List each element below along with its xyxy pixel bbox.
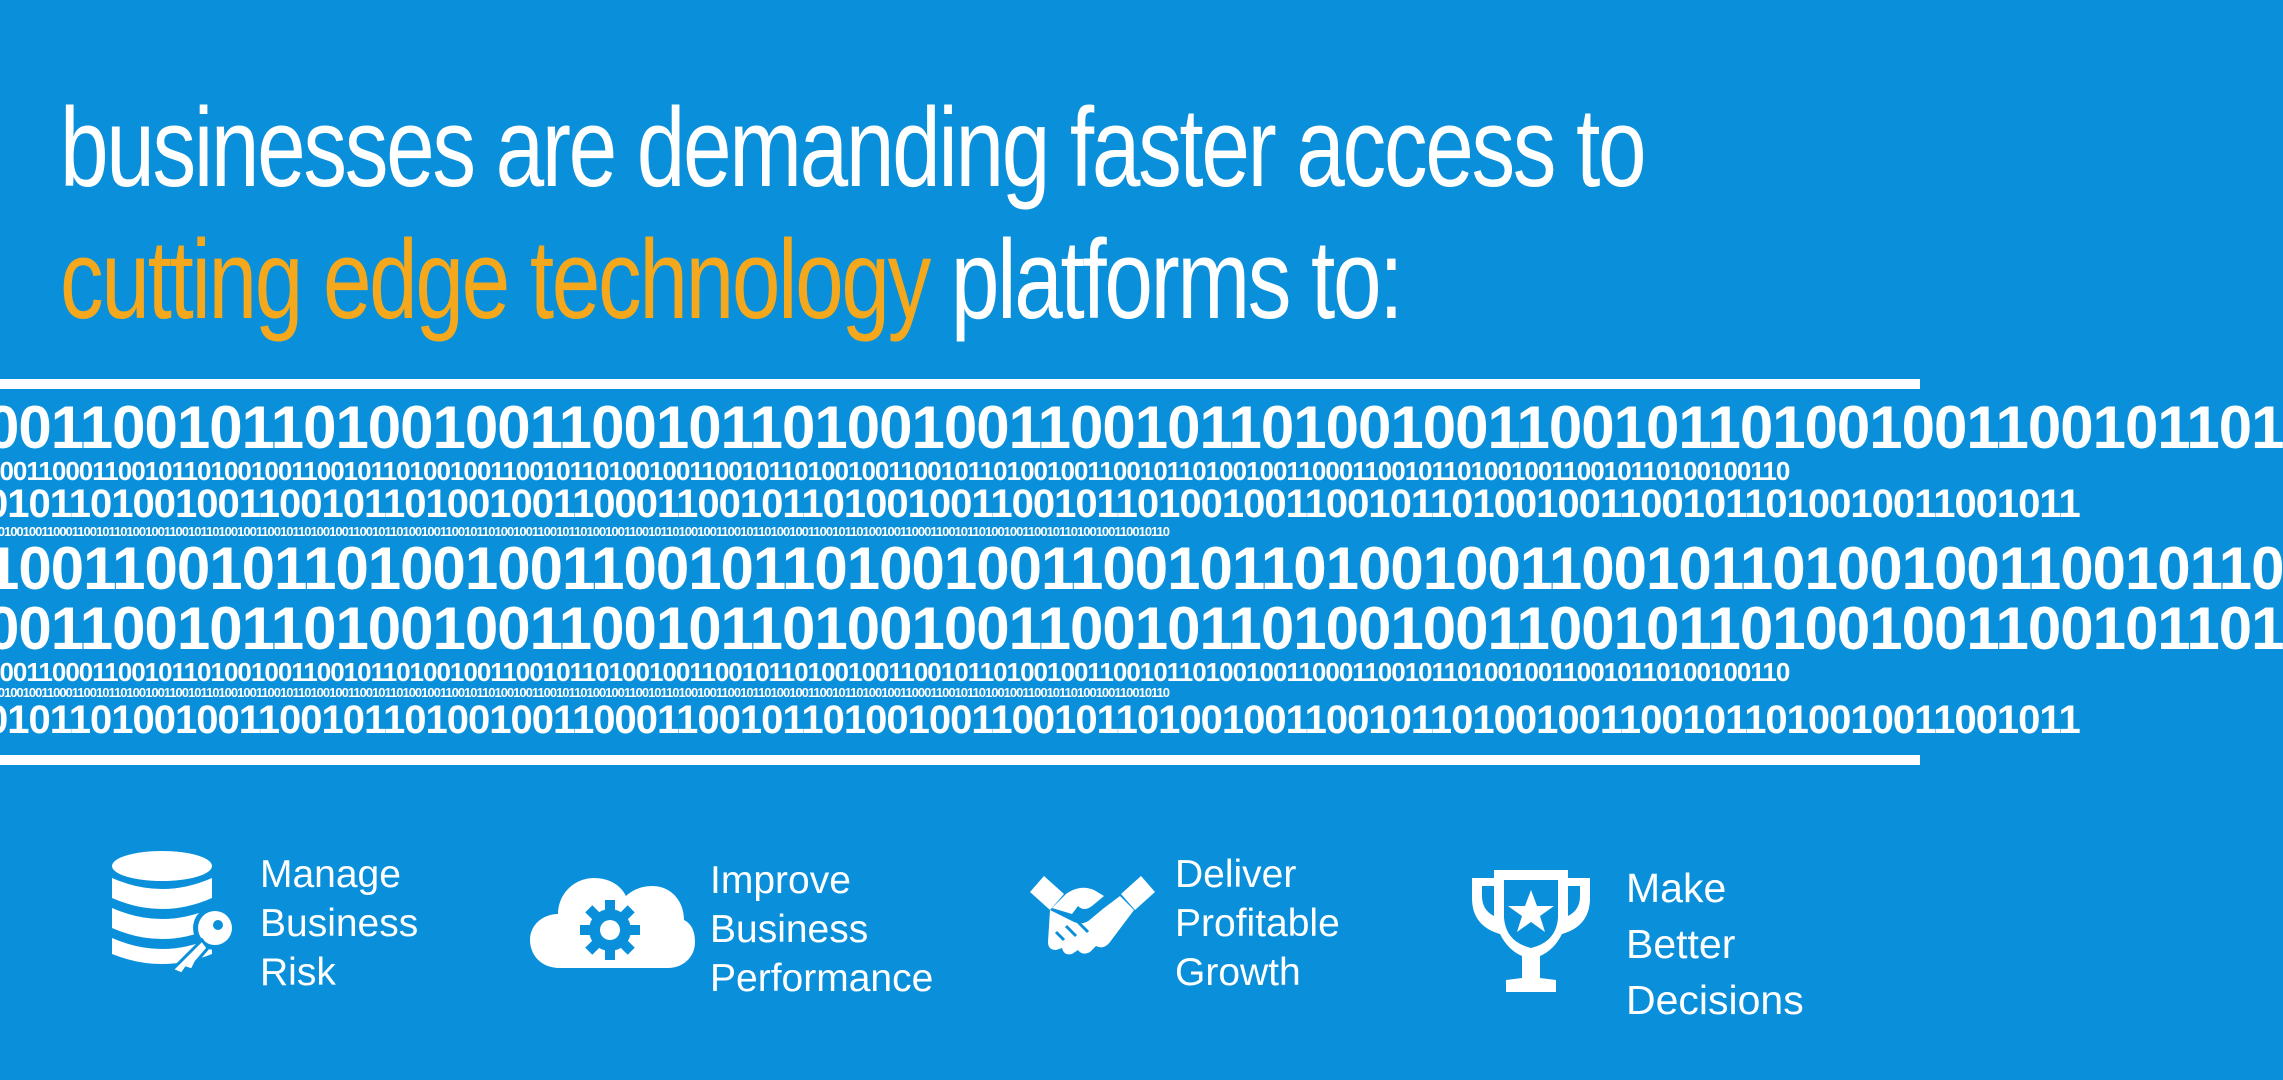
feature-label-line: Performance [710,957,934,1000]
trophy-star-icon [1472,870,1590,992]
binary-code-banner: 0011001011010010011001011010010011001011… [0,394,2283,748]
feature-label: Manage Business Risk [260,850,418,997]
feature-label: Make Better Decisions [1626,860,1804,1028]
binary-row: 1101001001100011001011010010011001011010… [0,524,1170,539]
feature-improve-business-performance: Improve Business Performance [530,850,970,1030]
database-key-icon [112,851,237,976]
feature-list: Manage Business Risk [0,850,1920,1030]
headline-accent-text: cutting edge technology [60,217,931,342]
feature-label-line: Deliver [1175,853,1297,896]
feature-label: Deliver Profitable Growth [1175,850,1340,997]
binary-row: 0011001011010010011001011010010011001011… [0,394,2283,461]
feature-manage-business-risk: Manage Business Risk [110,850,450,1030]
feature-label-line: Business [710,908,869,951]
headline-line-1: businesses are demanding faster access t… [60,85,1647,210]
bottom-divider-band [0,755,1920,765]
headline: businesses are demanding faster access t… [60,82,1647,346]
feature-label-line: Growth [1175,951,1301,994]
feature-deliver-profitable-growth: Deliver Profitable Growth [1030,850,1390,1030]
feature-label-line: Decisions [1626,977,1804,1023]
feature-label-line: Better [1626,921,1736,967]
feature-label-line: Make [1626,865,1727,911]
handshake-icon [1030,876,1155,955]
feature-label-line: Risk [260,951,336,994]
feature-label-line: Manage [260,853,401,896]
cloud-gear-icon [530,878,695,968]
binary-row: 1001100011001011010010011001011010010011… [0,456,1790,486]
binary-row: 1001100011001011010010011001011010010011… [0,657,1790,687]
feature-label-line: Profitable [1175,902,1340,945]
top-divider-band [0,379,1920,389]
headline-line-2: cutting edge technology platforms to: [60,214,1464,346]
feature-make-better-decisions: Make Better Decisions [1470,850,1890,1030]
binary-row: 1001100101101001001100101101001001100101… [0,535,2283,602]
feature-label: Improve Business Performance [710,856,933,1003]
headline-line-2-rest: platforms to: [929,217,1404,342]
feature-label-line: Business [260,902,419,945]
binary-row: 0011001011010010011001011010010011001011… [0,595,2283,662]
binary-row: 0101101001001100101101001001100011001011… [0,698,2081,742]
feature-label-line: Improve [710,859,851,902]
binary-row: 1101001001100011001011010010011001011010… [0,685,1170,700]
binary-row: 0101101001001100101101001001100011001011… [0,482,2081,526]
